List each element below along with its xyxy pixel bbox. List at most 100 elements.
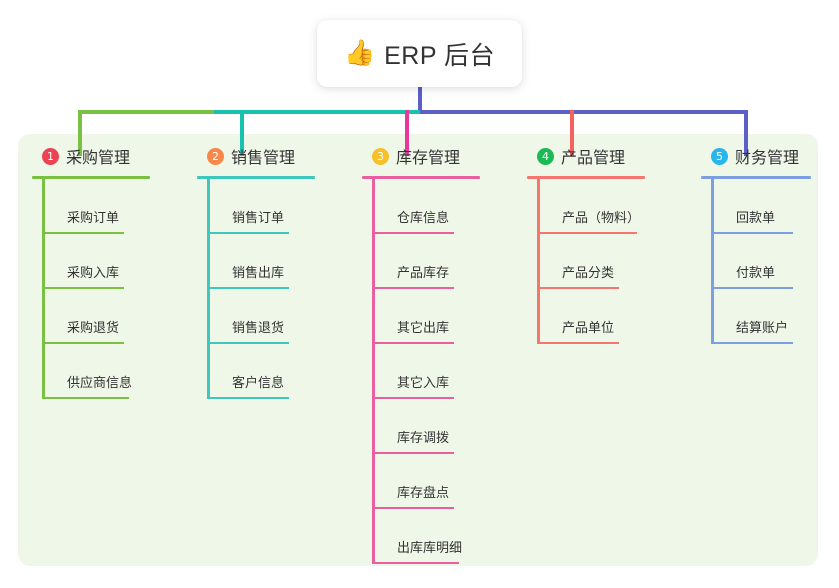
branch-item-underline bbox=[42, 232, 124, 234]
branch-title: 财务管理 bbox=[735, 150, 800, 167]
branch-spine bbox=[207, 179, 210, 399]
branch-item-label: 销售退货 bbox=[232, 320, 285, 335]
branch-item-underline bbox=[372, 562, 459, 564]
branch-header[interactable]: 1 采购管理 bbox=[32, 144, 150, 168]
branch-item-label: 结算账户 bbox=[736, 320, 789, 335]
branch-item-label: 回款单 bbox=[736, 210, 776, 225]
diagram-panel bbox=[18, 134, 818, 566]
root-stem-connector bbox=[418, 80, 422, 112]
branch-item[interactable]: 销售退货 bbox=[207, 289, 315, 344]
branch-drop-5 bbox=[744, 110, 748, 156]
branch-item-underline bbox=[42, 287, 124, 289]
branch-item[interactable]: 库存调拨 bbox=[372, 399, 480, 454]
branch-item[interactable]: 销售订单 bbox=[207, 179, 315, 234]
branch-header[interactable]: 2 销售管理 bbox=[197, 144, 315, 168]
branch-purchasing[interactable]: 1 采购管理采购订单采购入库采购退货供应商信息 bbox=[32, 144, 150, 399]
branch-underline bbox=[701, 176, 811, 179]
branch-item-label: 客户信息 bbox=[232, 375, 285, 390]
branch-item-label: 采购入库 bbox=[67, 265, 120, 280]
branch-item-underline bbox=[207, 287, 289, 289]
root-title: ERP 后台 bbox=[384, 41, 496, 70]
branch-number-badge: 4 bbox=[537, 147, 554, 165]
branch-underline bbox=[362, 176, 480, 179]
branch-number-badge: 2 bbox=[207, 147, 224, 165]
branch-item[interactable]: 供应商信息 bbox=[42, 344, 150, 399]
branch-item-underline bbox=[537, 342, 619, 344]
branch-spine bbox=[42, 179, 45, 399]
branch-item[interactable]: 采购入库 bbox=[42, 234, 150, 289]
branch-item-label: 产品分类 bbox=[562, 265, 615, 280]
branch-item-label: 产品单位 bbox=[562, 320, 615, 335]
branch-item[interactable]: 采购订单 bbox=[42, 179, 150, 234]
branch-item[interactable]: 产品单位 bbox=[537, 289, 645, 344]
branch-item[interactable]: 销售出库 bbox=[207, 234, 315, 289]
branch-item[interactable]: 产品库存 bbox=[372, 234, 480, 289]
branch-item-label: 采购退货 bbox=[67, 320, 120, 335]
branch-item[interactable]: 客户信息 bbox=[207, 344, 315, 399]
branch-item[interactable]: 其它出库 bbox=[372, 289, 480, 344]
branch-drop-2 bbox=[240, 110, 244, 156]
branch-items: 销售订单销售出库销售退货客户信息 bbox=[197, 179, 315, 399]
branch-item-underline bbox=[711, 287, 793, 289]
branch-item-label: 销售出库 bbox=[232, 265, 285, 280]
branch-item-label: 其它出库 bbox=[397, 320, 450, 335]
branch-item-label: 采购订单 bbox=[67, 210, 120, 225]
branch-item[interactable]: 库存盘点 bbox=[372, 454, 480, 509]
branch-item-label: 出库库明细 bbox=[397, 540, 463, 555]
branch-underline bbox=[32, 176, 150, 179]
branch-items: 采购订单采购入库采购退货供应商信息 bbox=[32, 179, 150, 399]
branch-item-underline bbox=[207, 397, 289, 399]
root-node[interactable]: 👍 ERP 后台 bbox=[317, 20, 522, 87]
branch-item[interactable]: 付款单 bbox=[711, 234, 811, 289]
branch-item-label: 销售订单 bbox=[232, 210, 285, 225]
bus-segment-purple bbox=[420, 110, 748, 114]
branch-item[interactable]: 仓库信息 bbox=[372, 179, 480, 234]
branch-items: 回款单付款单结算账户 bbox=[701, 179, 811, 344]
branch-spine bbox=[711, 179, 714, 344]
branch-item[interactable]: 出库库明细 bbox=[372, 509, 480, 564]
branch-title: 库存管理 bbox=[396, 150, 461, 167]
branch-spine bbox=[537, 179, 540, 344]
branch-items: 仓库信息产品库存其它出库其它入库库存调拨库存盘点出库库明细 bbox=[362, 179, 480, 564]
branch-item-label: 付款单 bbox=[736, 265, 776, 280]
branch-number-badge: 5 bbox=[711, 147, 728, 165]
branch-item[interactable]: 其它入库 bbox=[372, 344, 480, 399]
branch-item-label: 其它入库 bbox=[397, 375, 450, 390]
branch-item[interactable]: 产品分类 bbox=[537, 234, 645, 289]
branch-item-underline bbox=[372, 232, 454, 234]
branch-item-underline bbox=[372, 452, 454, 454]
bus-segment-teal bbox=[214, 110, 420, 114]
branch-sales[interactable]: 2 销售管理销售订单销售出库销售退货客户信息 bbox=[197, 144, 315, 399]
branch-item-label: 库存盘点 bbox=[397, 485, 450, 500]
branch-item-underline bbox=[537, 287, 619, 289]
branch-spine bbox=[372, 179, 375, 564]
branch-item[interactable]: 结算账户 bbox=[711, 289, 811, 344]
branch-item[interactable]: 产品（物料） bbox=[537, 179, 645, 234]
branch-underline bbox=[527, 176, 645, 179]
branch-item-underline bbox=[372, 342, 454, 344]
branch-item-label: 仓库信息 bbox=[397, 210, 450, 225]
branch-item-underline bbox=[207, 342, 289, 344]
branch-header[interactable]: 5 财务管理 bbox=[701, 144, 811, 168]
branch-finance[interactable]: 5 财务管理回款单付款单结算账户 bbox=[701, 144, 811, 344]
branch-item-underline bbox=[711, 342, 793, 344]
branch-drop-1 bbox=[78, 110, 82, 156]
branch-item-label: 库存调拨 bbox=[397, 430, 450, 445]
branch-item[interactable]: 采购退货 bbox=[42, 289, 150, 344]
bus-segment-green bbox=[78, 110, 214, 114]
branch-item-underline bbox=[372, 397, 454, 399]
thumbs-up-icon: 👍 bbox=[343, 39, 376, 67]
branch-header[interactable]: 4 产品管理 bbox=[527, 144, 645, 168]
branch-underline bbox=[197, 176, 315, 179]
branch-item[interactable]: 回款单 bbox=[711, 179, 811, 234]
branch-items: 产品（物料） 产品分类产品单位 bbox=[527, 179, 645, 344]
branch-number-badge: 1 bbox=[42, 147, 59, 165]
branch-title: 采购管理 bbox=[66, 150, 131, 167]
branch-drop-3 bbox=[405, 110, 409, 156]
branch-title: 销售管理 bbox=[231, 150, 296, 167]
branch-title: 产品管理 bbox=[561, 150, 626, 167]
branch-item-underline bbox=[711, 232, 793, 234]
branch-product[interactable]: 4 产品管理产品（物料） 产品分类产品单位 bbox=[527, 144, 645, 344]
